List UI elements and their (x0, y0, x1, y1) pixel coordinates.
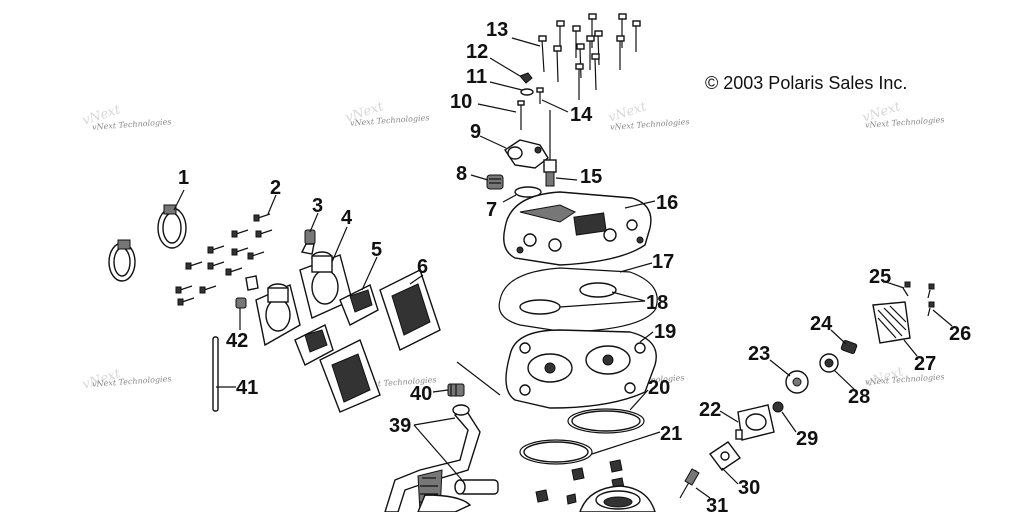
callout-20: 20 (648, 377, 670, 399)
dipstick-41 (212, 336, 219, 412)
gasket-30 (708, 441, 742, 471)
callout-29: 29 (796, 428, 818, 450)
callout-4: 4 (341, 207, 353, 229)
callout-16: 16 (656, 192, 678, 214)
callout-25: 25 (869, 266, 891, 288)
gasket-20 (567, 408, 645, 434)
callout-40: 40 (410, 383, 432, 405)
fitting-40 (447, 383, 465, 397)
callout-15: 15 (580, 166, 602, 188)
water-outlet-housing-9 (504, 139, 549, 169)
nut-12 (519, 72, 533, 84)
callout-18: 18 (646, 292, 668, 314)
callout-17: 17 (652, 251, 674, 273)
callout-26: 26 (949, 323, 971, 345)
water-pump-cover-27 (872, 301, 911, 344)
screws-25-26 (902, 281, 935, 317)
impeller-28 (819, 353, 839, 373)
callout-6: 6 (417, 256, 428, 278)
callout-19: 19 (654, 321, 676, 343)
callout-42: 42 (226, 330, 248, 352)
callout-13: 13 (486, 19, 508, 41)
fitting-42 (235, 275, 259, 309)
callout-7: 7 (486, 199, 497, 221)
callout-9: 9 (470, 121, 481, 143)
callout-28: 28 (848, 386, 870, 408)
gasket-21 (519, 439, 593, 465)
head-gasket-17 (498, 267, 658, 333)
callout-2: 2 (270, 177, 281, 199)
spacers-5 (294, 284, 379, 366)
head-bolts-group (538, 13, 641, 100)
cylinder-block-partial (535, 459, 656, 512)
callout-14: 14 (570, 104, 593, 126)
washer-29 (772, 401, 784, 413)
callout-22: 22 (699, 399, 721, 421)
o-ring-7 (514, 186, 542, 198)
callout-39: 39 (389, 415, 411, 437)
callout-5: 5 (371, 239, 382, 261)
callout-30: 30 (738, 477, 760, 499)
leader-lines (173, 37, 953, 499)
callout-24: 24 (810, 313, 833, 335)
callout-21: 21 (660, 423, 682, 445)
callout-11: 11 (466, 66, 487, 88)
cylinder-head-cover-16 (503, 191, 652, 266)
callout-8: 8 (456, 163, 467, 185)
callout-27: 27 (914, 353, 936, 375)
reed-valves-6 (319, 269, 441, 413)
callout-12: 12 (466, 41, 488, 63)
callout-numbers: 13 12 11 10 14 9 8 7 15 16 17 18 19 20 2… (178, 19, 971, 512)
temperature-sensor-15 (543, 110, 557, 187)
o-ring-18b (579, 282, 617, 298)
drive-shaft-31 (679, 468, 700, 499)
pump-housing-22 (735, 404, 775, 441)
clamps-1 (108, 204, 187, 282)
callout-23: 23 (748, 343, 770, 365)
pump-gear-23 (785, 370, 809, 394)
o-ring-18a (519, 299, 561, 315)
thermostat-8 (486, 174, 504, 190)
fitting-3 (300, 229, 316, 255)
bolts-2 (175, 213, 273, 306)
callout-41: 41 (236, 377, 258, 399)
washer-11 (520, 88, 534, 96)
callout-3: 3 (312, 195, 323, 217)
intake-manifolds-4 (255, 251, 353, 347)
callout-1: 1 (178, 167, 189, 189)
cylinder-head-19 (505, 329, 657, 409)
copyright-notice: © 2003 Polaris Sales Inc. (705, 73, 908, 93)
callout-10: 10 (450, 91, 472, 113)
callout-31: 31 (706, 495, 728, 512)
hoses-39 (384, 404, 499, 512)
